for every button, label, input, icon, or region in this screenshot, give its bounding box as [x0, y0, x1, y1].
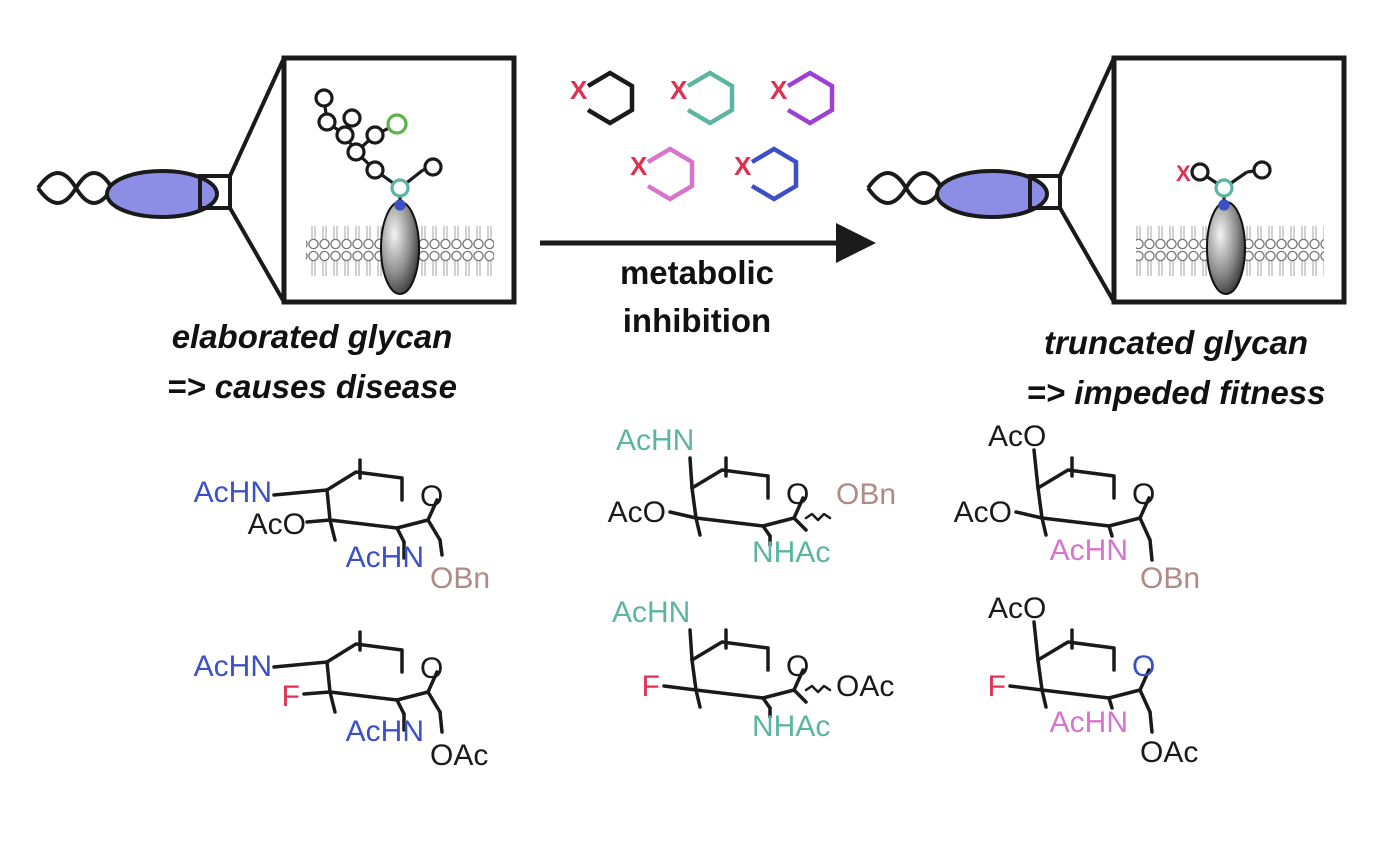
s2-sub-c: AcHN — [346, 715, 424, 748]
structure-2: O AcHN F AcHN OAc — [194, 630, 488, 772]
right-glycan-truncated: X — [1176, 160, 1272, 211]
s5-sub-a: AcO — [988, 420, 1046, 453]
s1-sub-d: OBn — [430, 562, 490, 595]
inhibitor-x-4: X — [630, 151, 648, 181]
inhibitor-ring-black: X — [570, 70, 635, 126]
s4-ring-o: O — [786, 650, 809, 683]
left-caption-line1: elaborated glycan — [172, 318, 453, 355]
s2-sub-d: OAc — [430, 739, 488, 772]
right-caption-line1: truncated glycan — [1044, 324, 1308, 361]
inhibition-arrow: metabolic inhibition — [540, 223, 876, 339]
inhibitor-x-3: X — [770, 75, 788, 105]
left-cell-illustration — [36, 57, 286, 303]
inhibitor-rings: X X X X X — [570, 70, 835, 202]
left-zoom-region — [198, 174, 232, 210]
inhibitor-x-1: X — [570, 75, 588, 105]
s5-sub-b: AcO — [954, 496, 1012, 529]
s2-ring-o: O — [420, 652, 443, 685]
s6-sub-a: AcO — [988, 592, 1046, 625]
s3-sub-b: AcO — [608, 496, 666, 529]
structure-3: O AcHN AcO NHAc OBn — [608, 424, 896, 569]
truncation-x: X — [1176, 161, 1191, 186]
inhibitor-ring-blue: X — [734, 146, 799, 202]
s1-sub-b: AcO — [248, 508, 306, 541]
arrow-label-line2: inhibition — [623, 302, 771, 339]
left-cell-body — [105, 169, 219, 219]
s5-sub-d: OBn — [1140, 562, 1200, 595]
left-membrane-protein — [380, 201, 420, 295]
structure-5: O AcO AcO AcHN OBn — [954, 420, 1200, 595]
right-cell-body — [935, 169, 1049, 219]
inhibitor-ring-purple: X — [770, 70, 835, 126]
inhibitor-ring-pink: X — [630, 146, 695, 202]
s1-ring-o: O — [420, 480, 443, 513]
s1-sub-a: AcHN — [194, 476, 272, 509]
s2-sub-b: F — [282, 680, 300, 713]
right-zoom-region — [1028, 174, 1062, 210]
s3-sub-c: NHAc — [752, 536, 830, 569]
s3-ring-o: O — [786, 478, 809, 511]
inhibitor-x-5: X — [734, 151, 752, 181]
left-caption-line2: => causes disease — [167, 368, 457, 405]
structure-6: O AcO F AcHN OAc — [988, 592, 1199, 769]
right-caption-line2: => impeded fitness — [1027, 374, 1326, 411]
s4-sub-d: OAc — [836, 670, 894, 703]
structure-1: O AcHN AcO AcHN OBn — [194, 458, 490, 595]
s2-sub-a: AcHN — [194, 650, 272, 683]
inhibitor-x-2: X — [670, 75, 688, 105]
s4-sub-a: AcHN — [612, 596, 690, 629]
s1-sub-c: AcHN — [346, 541, 424, 574]
right-membrane-protein — [1206, 201, 1246, 295]
s5-ring-o: O — [1132, 478, 1155, 511]
inhibitor-ring-teal: X — [670, 70, 735, 126]
s5-sub-c: AcHN — [1050, 534, 1128, 567]
left-inset — [281, 55, 517, 305]
s6-ring-o: O — [1132, 650, 1155, 683]
arrow-label-line1: metabolic — [620, 254, 774, 291]
right-caption: truncated glycan => impeded fitness — [1027, 324, 1326, 411]
s3-sub-a: AcHN — [616, 424, 694, 457]
s6-sub-c: AcHN — [1050, 706, 1128, 739]
s3-sub-d: OBn — [836, 478, 896, 511]
structure-4: O AcHN F NHAc OAc — [612, 596, 894, 743]
left-glycan-tree — [314, 88, 443, 211]
left-caption: elaborated glycan => causes disease — [167, 318, 457, 405]
s4-sub-b: F — [642, 670, 660, 703]
s6-sub-b: F — [988, 670, 1006, 703]
s6-sub-d: OAc — [1140, 736, 1198, 769]
s4-sub-c: NHAc — [752, 710, 830, 743]
right-inset: X — [1111, 55, 1347, 305]
right-cell-illustration — [866, 57, 1116, 303]
